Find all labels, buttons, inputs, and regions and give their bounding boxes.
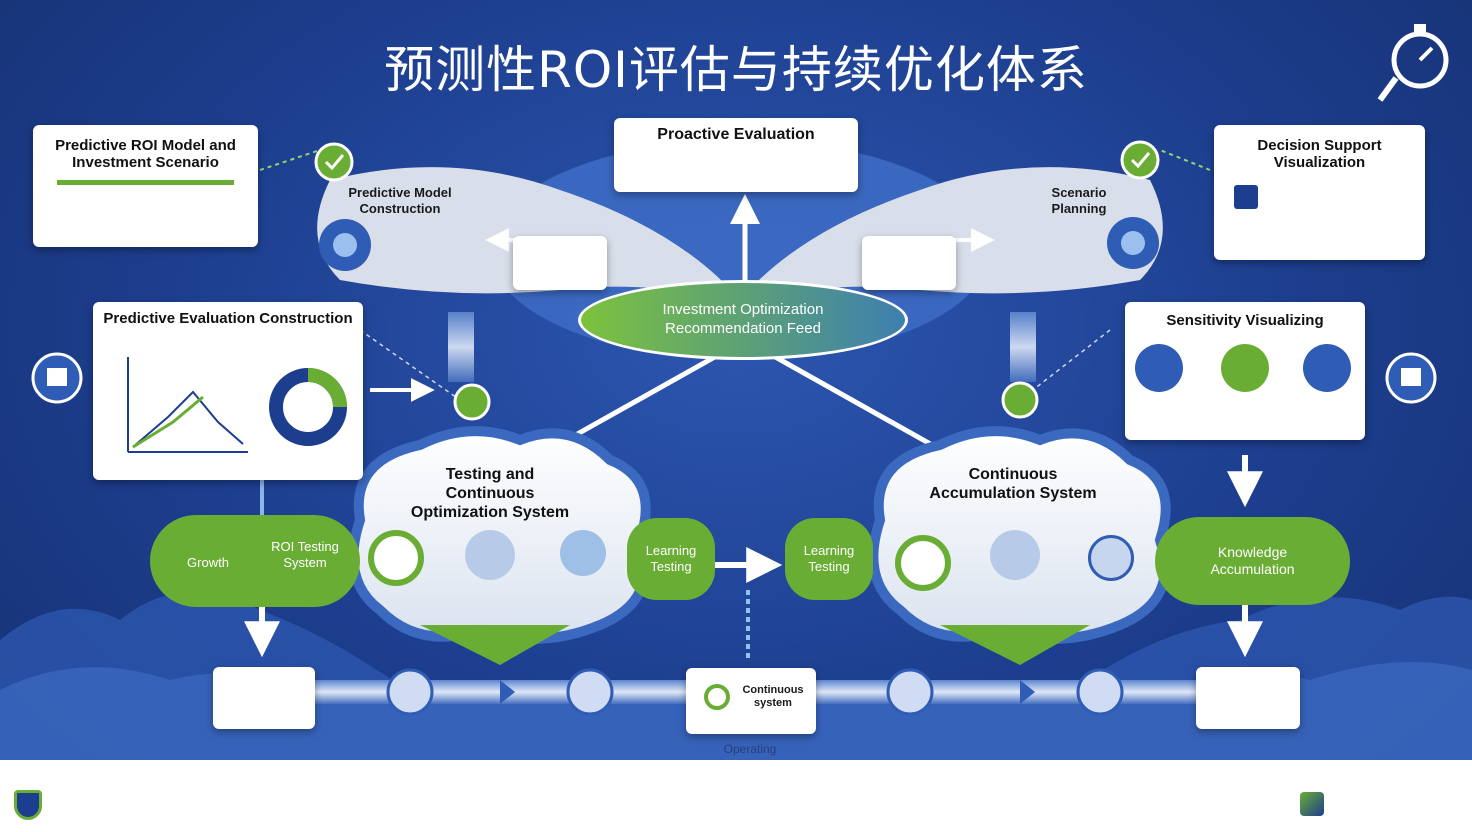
growth-roi-pill: Growth ROI Testing System [150,515,360,607]
pie-icon [1221,344,1269,392]
donut-chart-icon [269,368,347,446]
cloud-icon-cycle [895,535,951,591]
timeline-chevron [500,680,515,704]
dashed-leader [1159,149,1211,171]
left-cloud-funnel [420,625,570,665]
footer-band [0,760,1472,832]
bottom-box-right [1196,667,1300,729]
predictive-evaluation-card: Predictive Evaluation Construction [93,302,363,480]
gear-icon [1107,217,1159,269]
dashed-leader [259,149,321,171]
dashed-leader [1019,329,1111,401]
decision-support-card: Decision Support Visualization [1214,125,1425,260]
wing-box-right [862,236,956,290]
right-cloud-title: Continuous Accumulation System [929,466,1097,503]
left-wing-shape [317,167,740,300]
predictive-roi-card: Predictive ROI Model and Investment Scen… [33,125,258,247]
operating-label: Operating [723,742,777,756]
cycle-icon [1303,344,1351,392]
learning-pill-left: Learning Testing [627,518,715,600]
card-title: Predictive ROI Model and Investment Scen… [55,137,236,172]
card-title: Predictive Evaluation Construction [103,310,353,327]
green-check-icon [1001,381,1039,419]
learning-label: Learning Testing [803,542,855,574]
pipe-right [1010,312,1036,382]
card-title: Sensitivity Visualizing [1166,312,1324,329]
side-badge-icon [1385,352,1437,404]
right-cloud-funnel [940,625,1090,665]
pipe-left [448,312,474,382]
card-title: Decision Support Visualization [1257,137,1382,172]
brand-logo-icon [1300,792,1324,816]
card-accent-bar [57,179,234,185]
gear-icon [1135,344,1183,392]
bottom-box-left [213,667,315,729]
learning-label: Learning Testing [645,542,697,574]
cloud-icon-brain [560,530,606,576]
investment-hub: Investment Optimization Recommendation F… [578,280,908,360]
connector-line [743,337,952,458]
card-title: Proactive Evaluation [657,126,815,143]
left-cloud-title: Testing and Continuous Optimization Syst… [410,466,570,522]
timeline-node [566,668,614,716]
timeline-chevron [1020,680,1035,704]
cloud-icon-tool [465,530,515,580]
continuous-system-label: Continuous system [742,684,804,710]
hub-label: Investment Optimization Recommendation F… [662,301,824,337]
green-check-icon [314,142,354,182]
roi-testing-label: ROI Testing System [271,539,339,571]
bottom-box-center: Continuous system [686,668,816,734]
sensitivity-card: Sensitivity Visualizing [1125,302,1365,440]
shield-icon [14,790,42,820]
green-check-icon [1120,140,1160,180]
wing-box-left [513,236,607,290]
timeline-node [386,668,434,716]
knowledge-label: Knowledge Accumulation [1210,543,1295,578]
cycle-icon [704,684,730,710]
green-check-icon [453,383,491,421]
right-wing-shape [740,167,1163,300]
cloud-icon-cycle [368,530,424,586]
chart-icon [1234,185,1258,209]
wing-label-left: Predictive Model Construction [348,185,452,216]
side-badge-icon [31,352,83,404]
cloud-icon-globe [1088,535,1134,581]
page-title: 预测性ROI评估与持续优化体系 [384,41,1088,99]
proactive-evaluation-card: Proactive Evaluation [614,118,858,192]
line-chart-icon [127,357,248,453]
timeline-node [886,668,934,716]
timeline-node [1076,668,1124,716]
stopwatch-icon [1377,24,1449,102]
wing-label-right: Scenario Planning [1051,185,1107,216]
knowledge-pill: Knowledge Accumulation [1155,517,1350,605]
growth-label: Growth [187,555,229,570]
cloud-icon-tool [990,530,1040,580]
learning-pill-right: Learning Testing [785,518,873,600]
gear-icon [319,219,371,271]
